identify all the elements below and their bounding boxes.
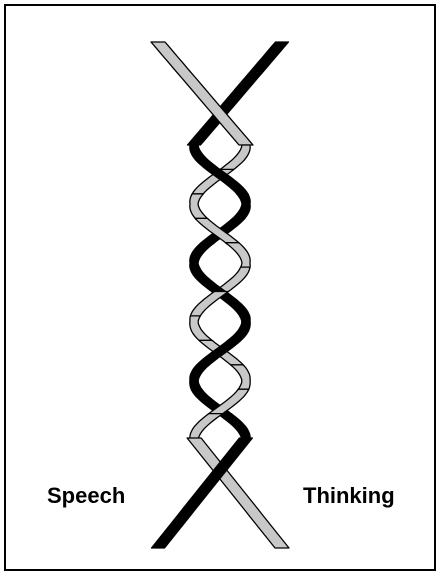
- speech-strand-segment: [190, 267, 227, 292]
- speech-label: Speech: [47, 485, 125, 507]
- thinking-label: Thinking: [303, 485, 395, 507]
- thinking-strand-segment: [231, 365, 251, 390]
- thinking-strand-segment: [226, 243, 251, 268]
- speech-strand-segment: [190, 145, 222, 170]
- speech-strand-segment: [190, 365, 210, 390]
- thinking-strand-segment: [190, 292, 228, 317]
- speech-strand-segment: [232, 194, 251, 220]
- thinking-strand-segment: [190, 316, 213, 341]
- speech-strand-segment: [217, 414, 250, 439]
- thinking-strand-segment: [190, 194, 209, 220]
- thinking-strand-segment: [190, 414, 223, 439]
- helix-strands: [151, 42, 289, 548]
- speech-strand-segment: [190, 243, 215, 268]
- speech-strand-segment: [227, 316, 250, 341]
- thinking-strand-segment: [219, 145, 251, 170]
